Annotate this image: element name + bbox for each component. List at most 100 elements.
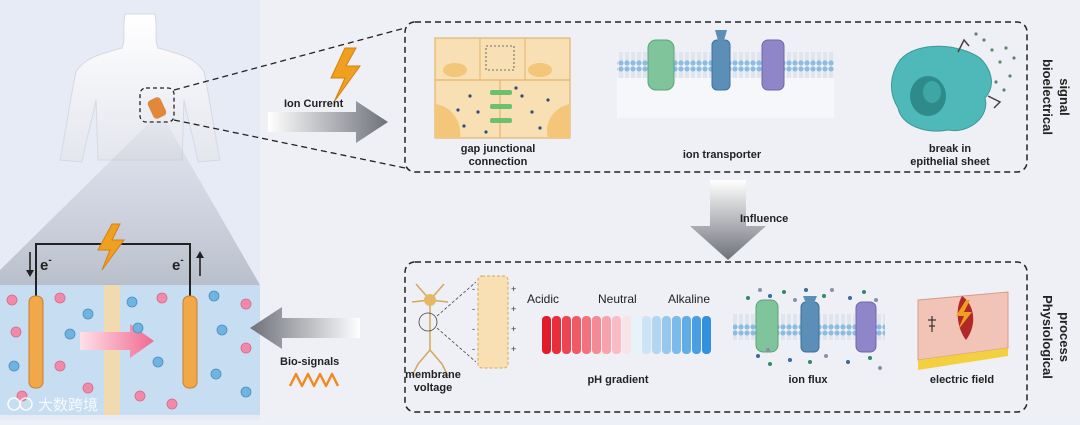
- ph-bar-segment: [652, 316, 661, 354]
- released-ion: [974, 32, 978, 36]
- blue-ion: [126, 296, 138, 308]
- electric-field-label: electric field: [930, 374, 994, 386]
- influence-arrow: [690, 180, 766, 260]
- ph-bar-segment: [672, 316, 681, 354]
- gap-junction-label-line2: connection: [469, 156, 528, 168]
- gap-junction-label-line1: gap junctional: [461, 143, 536, 155]
- svg-text:-: -: [472, 284, 475, 294]
- ph-bar-segment: [582, 316, 591, 354]
- released-ion: [994, 80, 998, 84]
- ph-bar-segment: [542, 316, 551, 354]
- blue-ion: [132, 322, 144, 334]
- electron-arrow-up-head: [196, 251, 204, 258]
- blue-ion: [8, 360, 20, 372]
- flux-ion: [808, 360, 812, 364]
- pink-ion: [82, 382, 94, 394]
- ph-gradient-bar: [542, 316, 711, 354]
- released-ion: [982, 38, 986, 42]
- svg-text:+: +: [511, 344, 516, 354]
- flux-ion: [766, 348, 770, 352]
- watermark-logo-icon-2: [19, 397, 33, 411]
- ph-alkaline-label: Alkaline: [668, 292, 710, 306]
- flux-ion: [768, 294, 772, 298]
- membrane-voltage-label-line1: membrane: [405, 369, 461, 381]
- svg-text:+: +: [511, 324, 516, 334]
- ph-bar-segment: [602, 316, 611, 354]
- ph-bar-segment: [692, 316, 701, 354]
- ph-bar-segment: [562, 316, 571, 354]
- pink-ion: [240, 298, 252, 310]
- ph-neutral-label: Neutral: [598, 292, 637, 306]
- flux-ion: [868, 356, 872, 360]
- flux-ion: [874, 298, 878, 302]
- electric-field-illustration: [917, 291, 1009, 370]
- pink-ion: [166, 398, 178, 410]
- epithelial-break-label-line2: epithelial sheet: [910, 156, 990, 168]
- pink-ion: [54, 292, 66, 304]
- gap-ion: [538, 126, 542, 130]
- flux-ion: [862, 290, 866, 294]
- released-ion: [1002, 88, 1006, 92]
- ph-gradient-label: pH gradient: [587, 374, 648, 386]
- flux-ion: [824, 354, 828, 358]
- bioelectrical-signal-panel: gap junctional connection ion transporte…: [404, 21, 1072, 173]
- svg-text:-: -: [472, 344, 475, 354]
- watermark-text: 大数跨境: [38, 396, 98, 414]
- membrane-voltage-label-line2: voltage: [414, 382, 453, 394]
- bottom-side-title-line2: process: [1057, 312, 1072, 362]
- blue-ion: [152, 356, 164, 368]
- released-ion: [990, 48, 994, 52]
- blue-ion: [240, 386, 252, 398]
- pink-ion: [134, 390, 146, 402]
- ph-bar-segment: [632, 316, 641, 354]
- ph-bar-segment: [552, 316, 561, 354]
- svg-text:+: +: [511, 304, 516, 314]
- ion-current-label: Ion Current: [284, 98, 344, 110]
- flux-ion: [768, 362, 772, 366]
- top-panel-frame: [404, 21, 1028, 173]
- flux-ion: [788, 358, 792, 362]
- gap-ion: [514, 86, 518, 90]
- ion-flux-illustration: [733, 288, 885, 370]
- gap-ion: [520, 94, 524, 98]
- physiological-process-panel: - - - - + + + + membrane voltage Acidic …: [404, 261, 1072, 413]
- flux-ion: [878, 366, 882, 370]
- flux-ion: [830, 288, 834, 292]
- released-ion: [1012, 56, 1016, 60]
- gap-junction-illustration: [434, 37, 571, 139]
- flux-ion: [848, 296, 852, 300]
- ph-bar-segment: [662, 316, 671, 354]
- lightning-icon-top: [330, 47, 361, 103]
- electrode-circuit: [0, 243, 260, 415]
- pink-ion: [6, 294, 18, 306]
- flux-ion: [782, 290, 786, 294]
- top-side-title-line1: bioelectrical: [1040, 59, 1055, 135]
- flux-ion: [758, 288, 762, 292]
- released-ion: [1008, 74, 1012, 78]
- ph-bar-segment: [612, 316, 621, 354]
- svg-text:-: -: [472, 304, 475, 314]
- gap-ion: [484, 130, 488, 134]
- flux-ion: [804, 288, 808, 292]
- flux-ion: [756, 354, 760, 358]
- flux-ion: [846, 360, 850, 364]
- watermark: 大数跨境: [7, 396, 98, 414]
- ion-transporter-label: ion transporter: [683, 149, 762, 161]
- ph-bar-segment: [592, 316, 601, 354]
- top-side-title-line2: signal: [1057, 78, 1072, 116]
- pink-ion: [54, 360, 66, 372]
- bio-signals-arrow: [250, 307, 360, 349]
- gap-ion: [462, 124, 466, 128]
- flux-ion: [822, 294, 826, 298]
- pink-ion: [10, 326, 22, 338]
- gap-ion: [476, 110, 480, 114]
- bio-signals-label: Bio-signals: [280, 356, 339, 368]
- ph-bar-segment: [682, 316, 691, 354]
- ion-current-arrow: [268, 101, 388, 143]
- gap-ion: [546, 98, 550, 102]
- left-electrode: [28, 295, 44, 389]
- epithelial-break-illustration: [891, 32, 1016, 132]
- blue-ion: [208, 290, 220, 302]
- ion-transporter-illustration: [617, 30, 834, 118]
